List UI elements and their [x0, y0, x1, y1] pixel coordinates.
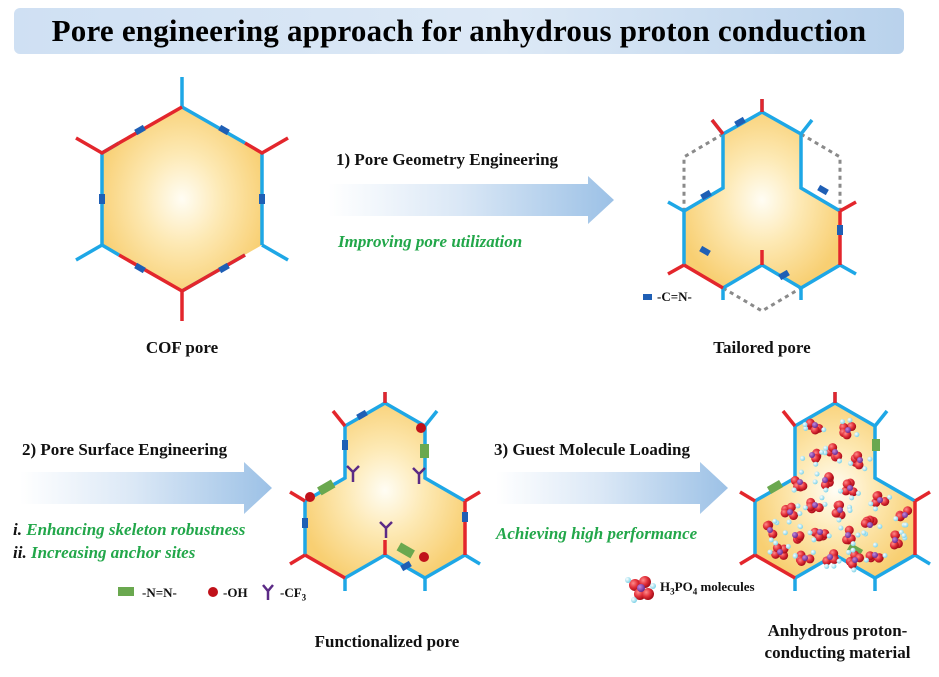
functionalized-pore-figure — [289, 392, 481, 591]
legend-cf3-sub: 3 — [301, 592, 307, 603]
caption-anhydrous-line2: conducting material — [764, 643, 911, 662]
functionalized-oh-markers — [305, 423, 429, 562]
legend-imine-label: -C=N- — [657, 289, 692, 304]
legend-h3po4-b: PO — [674, 579, 693, 594]
arrow-step2 — [20, 462, 272, 514]
functionalized-imine-markers — [302, 409, 468, 572]
arrow-step1 — [328, 176, 614, 224]
cof-pore-figure — [75, 77, 289, 321]
cof-imine-markers — [99, 124, 265, 274]
step1-label: 1) Pore Geometry Engineering — [336, 150, 559, 169]
step2-label: 2) Pore Surface Engineering — [22, 440, 228, 459]
anhydrous-material-figure — [739, 392, 931, 591]
legend-h3po4-sub1: 3 — [670, 586, 675, 597]
legend-cf3-base: -CF — [280, 585, 302, 600]
tailored-red-nodes — [667, 99, 857, 290]
step1-note: Improving pore utilization — [338, 232, 523, 251]
tailored-imine-markers — [699, 116, 843, 281]
step3-note: Achieving high performance — [496, 524, 698, 543]
step2-note-ii-prefix: ii. — [13, 543, 27, 562]
functionalized-azo-markers — [317, 444, 429, 559]
arrow-step3 — [496, 462, 728, 514]
functionalized-cf3-markers — [346, 465, 426, 538]
legend-cf3-label: -CF3 — [280, 585, 306, 603]
legend-h3po4-icon — [625, 576, 656, 603]
legend-azo-label: -N=N- — [142, 585, 177, 600]
caption-functionalized-pore: Functionalized pore — [314, 632, 460, 651]
title-band — [14, 8, 904, 54]
step3-label: 3) Guest Molecule Loading — [494, 440, 690, 459]
functionalized-red-nodes — [289, 392, 481, 580]
legend-oh-label: -OH — [223, 585, 248, 600]
h3po4-guest-molecules — [762, 417, 913, 573]
legend-cf3-swatch — [262, 584, 274, 600]
step2-note-i-text: Enhancing skeleton robustness — [26, 520, 246, 539]
tailored-dashed-outline — [682, 132, 842, 313]
step2-note-ii: ii. Increasing anchor sites — [13, 543, 195, 563]
legend-imine-swatch — [643, 294, 652, 300]
tailored-pore-figure — [667, 99, 857, 313]
caption-cof-pore: COF pore — [145, 338, 219, 357]
page-title: Pore engineering approach for anhydrous … — [51, 13, 867, 48]
legend-h3po4-a: H — [660, 579, 671, 594]
legend-oh-swatch — [208, 587, 218, 597]
step2-note-i: i. Enhancing skeleton robustness — [13, 520, 245, 540]
caption-tailored-pore: Tailored pore — [713, 338, 811, 357]
step2-note-ii-text: Increasing anchor sites — [30, 543, 196, 562]
legend-h3po4-sub2: 4 — [692, 586, 698, 597]
step2-note-i-prefix: i. — [13, 520, 22, 539]
legend-h3po4-label: H3PO4 molecules — [660, 579, 755, 597]
anhydrous-red-nodes — [739, 392, 931, 580]
legend-azo-swatch — [118, 587, 134, 596]
caption-anhydrous-line1: Anhydrous proton- — [767, 621, 908, 640]
legend-h3po4-c: molecules — [697, 579, 755, 594]
cof-pore-fill — [102, 107, 262, 291]
